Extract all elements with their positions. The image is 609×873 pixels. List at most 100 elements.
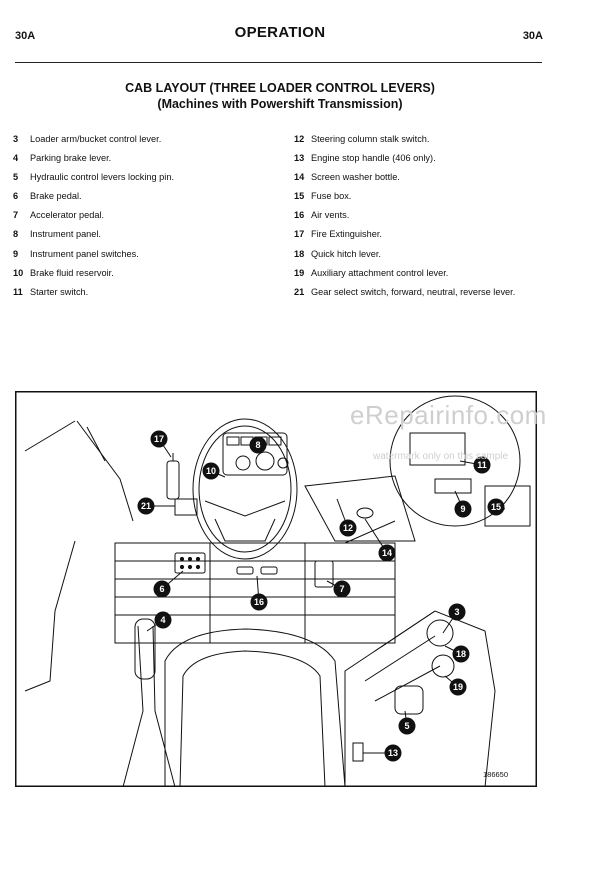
- callout-number: 17: [154, 434, 164, 444]
- legend-number: 19: [294, 267, 305, 278]
- air-vent: [236, 566, 254, 575]
- callout-marker: [449, 678, 467, 696]
- left-roof-edge: [24, 420, 76, 452]
- legend-text: Accelerator pedal.: [30, 210, 105, 221]
- legend-number: 11: [13, 286, 23, 297]
- legend-text: Engine stop handle (406 only).: [311, 153, 436, 164]
- accelerator-pedal: [314, 560, 334, 588]
- callout-number: 15: [491, 502, 501, 512]
- watermark-text: eRepairinfo.com: [350, 400, 547, 430]
- legend-text: Starter switch.: [30, 286, 89, 297]
- legend-number: 15: [294, 191, 305, 202]
- legend-item: 8 Instrument panel.: [13, 229, 283, 248]
- legend-text: Gear select switch, forward, neutral, re…: [311, 286, 516, 297]
- left-pillar: [76, 420, 134, 522]
- instrument-panel-outline: [222, 432, 288, 476]
- callout-number: 3: [454, 607, 459, 617]
- section-title-line1: CAB LAYOUT (THREE LOADER CONTROL LEVERS): [125, 81, 435, 95]
- legend-number: 10: [13, 267, 24, 278]
- legend-item: 14 Screen washer bottle.: [294, 172, 594, 191]
- legend-text: Parking brake lever.: [30, 153, 112, 164]
- aux-lever-shaft: [374, 665, 441, 702]
- callout-marker: [473, 456, 491, 474]
- header-rule: [15, 62, 542, 63]
- inset-fuse-box: [484, 485, 531, 527]
- gear-select-switch: [174, 498, 198, 516]
- figure-frame: [15, 391, 537, 787]
- steering-column: [214, 518, 276, 542]
- left-console: [24, 540, 76, 692]
- legend-number: 14: [294, 172, 305, 183]
- legend-text: Loader arm/bucket control lever.: [30, 134, 162, 144]
- inset-detail-circle: [389, 395, 521, 527]
- callout-marker: [150, 430, 168, 448]
- callout-number: 10: [206, 466, 216, 476]
- callout-marker: [250, 593, 268, 611]
- section-title: CAB LAYOUT (THREE LOADER CONTROL LEVERS)…: [0, 80, 560, 112]
- callout-marker: [249, 436, 267, 454]
- callout-marker: [153, 580, 171, 598]
- steering-wheel: [192, 418, 298, 560]
- legend-number: 12: [294, 134, 305, 144]
- legend-number: 18: [294, 248, 305, 259]
- lever-boot: [394, 685, 424, 715]
- callout-marker: [339, 519, 357, 537]
- legend-text: Instrument panel.: [30, 229, 101, 240]
- legend-text: Brake fluid reservoir.: [30, 267, 114, 278]
- operator-seat: [164, 628, 346, 787]
- legend-item: 19 Auxiliary attachment control lever.: [294, 268, 594, 287]
- callout-number: 8: [255, 440, 260, 450]
- floor-mat: [114, 542, 396, 644]
- legend-number: 6: [13, 191, 19, 202]
- figure-code: 186650: [483, 770, 508, 779]
- legend-number: 4: [13, 153, 19, 164]
- loader-lever-knob: [426, 619, 454, 647]
- callout-marker: [154, 611, 172, 629]
- legend-item: 4 Parking brake lever.: [13, 153, 283, 172]
- right-console: [344, 610, 496, 787]
- legend-text: Fire Extinguisher.: [311, 229, 382, 240]
- legend-number: 17: [294, 229, 305, 240]
- section-title-line2: (Machines with Powershift Transmission): [157, 97, 403, 111]
- legend-item: 11 Starter switch.: [13, 287, 283, 306]
- legend-text: Screen washer bottle.: [311, 172, 400, 183]
- inset-switch-panel: [434, 478, 472, 494]
- inset-starter-panel: [409, 432, 466, 466]
- callout-marker: [398, 717, 416, 735]
- brake-pedal: [174, 552, 206, 574]
- callout-marker: [202, 462, 220, 480]
- legend-text: Air vents.: [311, 210, 350, 221]
- screen-washer-bottle: [356, 507, 374, 519]
- page-number-right: 30A: [522, 30, 543, 42]
- callout-marker: [137, 497, 155, 515]
- legend-number: 5: [13, 172, 19, 183]
- callout-number: 12: [343, 523, 353, 533]
- legend-number: 16: [294, 210, 305, 221]
- callout-number: 18: [456, 649, 466, 659]
- legend-text: Auxiliary attachment control lever.: [311, 267, 449, 278]
- watermark-subtext: watermark only on this sample: [373, 451, 509, 462]
- legend-text: Hydraulic control levers locking pin.: [30, 172, 174, 183]
- callout-number: 7: [339, 584, 344, 594]
- parking-brake-lever: [122, 625, 144, 787]
- callout-number: 14: [382, 548, 392, 558]
- legend-number: 21: [294, 286, 305, 297]
- callout-number: 9: [460, 504, 465, 514]
- aux-lever-knob: [431, 654, 455, 678]
- page-header-title: OPERATION: [234, 24, 326, 41]
- legend-item: 16 Air vents.: [294, 210, 594, 229]
- page-number-left: 30A: [15, 30, 36, 42]
- legend-number: 9: [13, 248, 19, 259]
- callout-number: 16: [254, 597, 264, 607]
- legend-number: 8: [13, 229, 19, 240]
- legend-text: Quick hitch lever.: [311, 248, 381, 259]
- callout-marker: [448, 603, 466, 621]
- callout-number: 19: [453, 682, 463, 692]
